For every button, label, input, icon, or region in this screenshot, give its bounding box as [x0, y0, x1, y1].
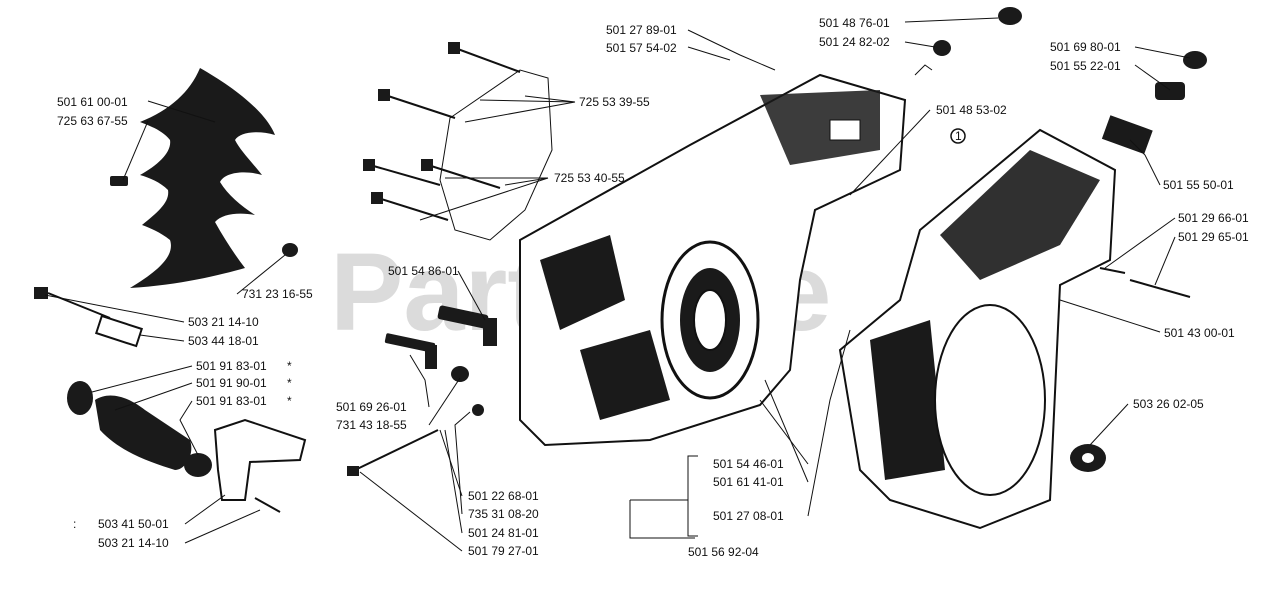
- part-label: 501 55 50-01: [1163, 178, 1234, 192]
- asterisk-marker: *: [287, 394, 292, 408]
- long-screw-head-part: [347, 466, 359, 476]
- part-label: 501 29 66-01: [1178, 211, 1249, 225]
- circled-marker-text: 1: [955, 129, 962, 143]
- part-label: 501 61 41-01: [713, 475, 784, 489]
- part-label: 725 63 67-55: [57, 114, 128, 128]
- part-label: 501 24 82-02: [819, 35, 890, 49]
- crankcase-main-part: [519, 73, 907, 447]
- washer-hole: [1082, 453, 1094, 463]
- part-label: 501 43 00-01: [1164, 326, 1235, 340]
- circled-marker: [950, 128, 966, 144]
- part-label: 501 69 80-01: [1050, 40, 1121, 54]
- part-label: 501 55 22-01: [1050, 59, 1121, 73]
- bolt-bottom-left-part: [254, 497, 281, 513]
- gasket-part: [439, 69, 553, 241]
- stud-part: [384, 333, 436, 353]
- leader-lines: [44, 17, 1191, 552]
- av-spring-assembly-part: [67, 381, 307, 501]
- part-label: 503 26 02-05: [1133, 397, 1204, 411]
- pin-part: [437, 305, 489, 329]
- part-label: 501 27 08-01: [713, 509, 784, 523]
- screw-right-a-part: [1099, 267, 1126, 274]
- asterisk-marker: *: [287, 376, 292, 390]
- cylinder-bolts-part: [363, 42, 521, 221]
- part-label: 731 43 18-55: [336, 418, 407, 432]
- part-label: 501 91 83-01: [196, 394, 267, 408]
- part-labels: 501 61 00-01 725 63 67-55 501 27 89-01 5…: [57, 16, 1249, 559]
- part-label: 503 21 14-10: [188, 315, 259, 329]
- long-screw-part: [354, 429, 439, 471]
- colon-marker: :: [73, 517, 76, 531]
- part-label: 501 79 27-01: [468, 544, 539, 558]
- part-label: 501 91 83-01: [196, 359, 267, 373]
- part-label: 725 53 40-55: [554, 171, 625, 185]
- part-label: 501 61 00-01: [57, 95, 128, 109]
- part-label: 501 56 92-04: [688, 545, 759, 559]
- screw-right-b-part: [1129, 279, 1191, 298]
- bumper-nut-part: [472, 404, 484, 416]
- crankcase-right-part: [838, 128, 1117, 530]
- fitting-top-part: [914, 7, 1022, 76]
- part-label: 501 27 89-01: [606, 23, 677, 37]
- part-label: 731 23 16-55: [242, 287, 313, 301]
- small-nut-part: [451, 366, 469, 382]
- part-label: 501 29 65-01: [1178, 230, 1249, 244]
- bumper-spike-part: [130, 68, 275, 288]
- part-label: 501 48 53-02: [936, 103, 1007, 117]
- part-label: 501 24 81-01: [468, 526, 539, 540]
- nut-part: [282, 243, 298, 257]
- part-label: 501 54 46-01: [713, 457, 784, 471]
- asterisk-marker: *: [287, 359, 292, 373]
- part-label: 501 48 76-01: [819, 16, 890, 30]
- pin-head-part: [483, 318, 497, 346]
- part-label: 503 21 14-10: [98, 536, 169, 550]
- part-label: 735 31 08-20: [468, 507, 539, 521]
- part-label: 501 57 54-02: [606, 41, 677, 55]
- part-label: 503 44 18-01: [188, 334, 259, 348]
- part-label: 503 41 50-01: [98, 517, 169, 531]
- part-label: 725 53 39-55: [579, 95, 650, 109]
- stud-head-part: [425, 345, 437, 369]
- valve-part: [1101, 51, 1207, 155]
- bumper-screw-part: [110, 176, 128, 186]
- part-label: 501 69 26-01: [336, 400, 407, 414]
- part-label: 501 22 68-01: [468, 489, 539, 503]
- part-label: 501 91 90-01: [196, 376, 267, 390]
- part-label: 501 54 86-01: [388, 264, 459, 278]
